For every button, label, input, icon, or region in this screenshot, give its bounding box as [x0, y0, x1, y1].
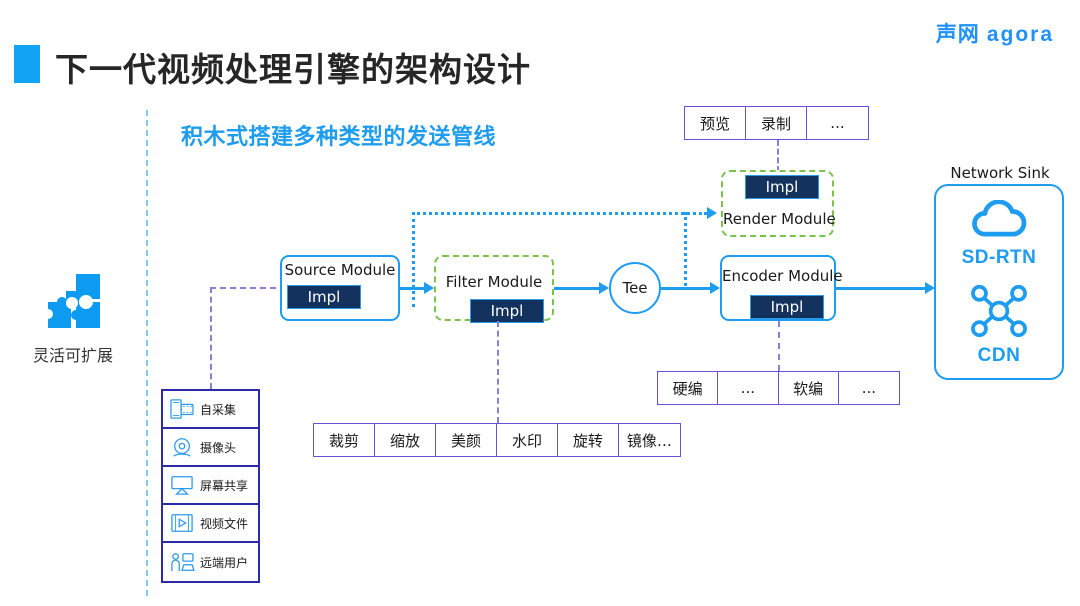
sink-entry-sdrtn: SD-RTN: [936, 199, 1062, 269]
option-cell[interactable]: 水印: [497, 424, 558, 456]
filter-module[interactable]: Filter Module Impl: [434, 255, 554, 323]
section-divider: [146, 110, 148, 596]
feature-label: 灵活可扩展: [32, 346, 113, 365]
connector-preview-arrowhead: [707, 207, 717, 219]
source-module[interactable]: Source Module Impl: [280, 255, 400, 321]
connector-filter-to-tee: [554, 287, 601, 290]
agora-logo: 声网 agora: [936, 18, 1054, 48]
option-cell[interactable]: 软编: [779, 372, 839, 404]
tee-node[interactable]: Tee: [609, 262, 661, 314]
connector-filter-options: [497, 321, 499, 423]
source-list: 自采集 摄像头 屏幕共享: [161, 389, 260, 583]
list-item-label: 远端用户: [200, 555, 249, 570]
network-icon: [971, 284, 1027, 338]
arrow-encoder-to-sink: [925, 282, 935, 294]
connector-encoder-to-sink: [836, 287, 928, 290]
network-sink-label: Network Sink: [950, 164, 1050, 182]
option-cell[interactable]: 硬编: [658, 372, 719, 404]
option-cell[interactable]: 美颜: [436, 424, 497, 456]
encoder-options-table: 硬编 ... 软编 ...: [657, 371, 900, 405]
page-subtitle: 积木式搭建多种类型的发送管线: [181, 125, 497, 150]
film-roll-icon: [167, 396, 197, 422]
list-item-label: 视频文件: [200, 516, 249, 531]
option-cell[interactable]: 预览: [685, 107, 746, 139]
option-cell[interactable]: 录制: [746, 107, 807, 139]
cloud-icon: [972, 199, 1027, 237]
connector-tee-to-encoder: [661, 287, 712, 290]
screen-share-icon: [167, 472, 197, 498]
list-item[interactable]: 摄像头: [163, 429, 258, 467]
connector-tee-branch-vertical: [684, 212, 687, 286]
arrow-filter-to-tee: [599, 282, 609, 294]
page-title: 下一代视频处理引擎的架构设计: [55, 50, 531, 89]
list-item[interactable]: 自采集: [163, 391, 258, 429]
arrow-tee-to-encoder: [710, 282, 720, 294]
encoder-module[interactable]: Encoder Module Impl: [720, 255, 843, 321]
connector-preview-branch-vertical: [412, 212, 415, 307]
render-impl-badge: Impl: [745, 175, 819, 199]
source-module-title: Source Module: [284, 261, 396, 279]
connector-sourcelist-horizontal: [210, 287, 286, 289]
render-options-table: 预览 录制 ...: [684, 106, 869, 140]
list-item[interactable]: 远端用户: [163, 543, 258, 581]
arrow-source-to-filter: [424, 282, 434, 294]
connector-render-options: [777, 140, 779, 172]
option-cell[interactable]: ...: [830, 114, 845, 132]
title-accent-bar: [14, 45, 40, 83]
option-cell[interactable]: 旋转: [558, 424, 619, 456]
connector-source-to-filter: [400, 287, 426, 290]
option-cell[interactable]: 缩放: [375, 424, 436, 456]
brand-en: agora: [986, 23, 1054, 46]
source-impl-badge: Impl: [287, 285, 361, 309]
render-module[interactable]: Impl Render Module: [721, 170, 836, 237]
encoder-impl-badge: Impl: [750, 295, 824, 319]
filter-options-table: 裁剪 缩放 美颜 水印 旋转 镜像…: [313, 423, 681, 457]
encoder-module-title: Encoder Module: [722, 267, 843, 285]
connector-encoder-options: [778, 321, 780, 371]
list-item[interactable]: 视频文件: [163, 505, 258, 543]
list-item-label: 摄像头: [200, 440, 237, 455]
option-cell[interactable]: 镜像…: [626, 431, 672, 450]
list-item[interactable]: 屏幕共享: [163, 467, 258, 505]
filter-impl-badge: Impl: [470, 299, 544, 323]
webcam-icon: [167, 434, 197, 460]
connector-sourcelist-vertical: [210, 287, 212, 389]
puzzle-icon: [46, 272, 102, 330]
sink-caption: SD-RTN: [961, 247, 1037, 268]
render-module-title: Render Module: [723, 210, 836, 228]
filter-module-title: Filter Module: [445, 273, 543, 291]
list-item-label: 自采集: [200, 402, 237, 417]
brand-cn: 声网: [935, 22, 980, 46]
list-item-label: 屏幕共享: [200, 478, 249, 493]
option-cell[interactable]: ...: [861, 379, 877, 397]
option-cell[interactable]: 裁剪: [314, 424, 375, 456]
remote-user-icon: [167, 549, 197, 575]
option-cell[interactable]: ...: [718, 372, 779, 404]
connector-preview-branch-horizontal: [412, 212, 707, 215]
sink-caption: CDN: [977, 345, 1021, 366]
network-sink[interactable]: SD-RTN CDN: [934, 184, 1064, 380]
sink-entry-cdn: CDN: [936, 284, 1062, 367]
video-file-icon: [167, 510, 197, 536]
tee-label: Tee: [622, 279, 648, 297]
